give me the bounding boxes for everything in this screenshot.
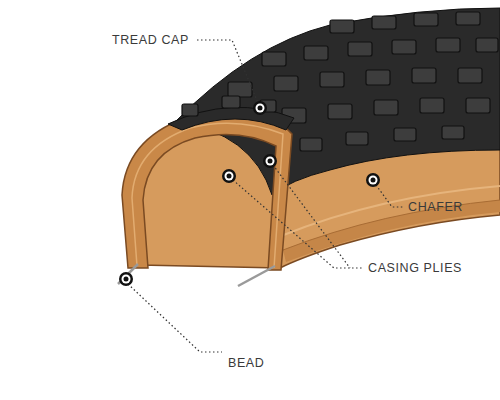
chafer-band bbox=[283, 200, 500, 262]
tread-lug bbox=[372, 16, 396, 29]
tread-base bbox=[175, 8, 500, 195]
callout-dot bbox=[366, 173, 380, 187]
tread-lug bbox=[394, 128, 416, 141]
dot-ring bbox=[119, 272, 133, 286]
part-label: BEAD bbox=[228, 355, 264, 371]
callout-dot bbox=[119, 272, 133, 286]
tread-lug bbox=[392, 40, 416, 54]
dot-gap bbox=[256, 104, 265, 113]
bead-wire bbox=[238, 266, 275, 286]
dot-ring bbox=[222, 169, 236, 183]
dot-gap bbox=[266, 157, 275, 166]
tread-lug bbox=[476, 38, 498, 52]
tread-lug bbox=[456, 12, 480, 25]
tread-lug bbox=[466, 98, 490, 113]
tread-lug bbox=[328, 104, 352, 119]
dot-gap bbox=[122, 275, 131, 284]
tread-lug bbox=[348, 42, 372, 56]
dot-center bbox=[268, 159, 273, 164]
tread-lug bbox=[228, 82, 252, 97]
tread-lug bbox=[182, 104, 198, 116]
part-label: TREAD CAP bbox=[112, 32, 189, 48]
part-label: CHAFER bbox=[408, 199, 463, 215]
leader-line bbox=[128, 284, 222, 352]
casing-cross-section bbox=[122, 113, 292, 270]
tread-lug bbox=[374, 100, 398, 115]
tread-lug bbox=[346, 132, 368, 145]
dot-center bbox=[258, 106, 263, 111]
tread-lug bbox=[222, 96, 240, 108]
callout-dot bbox=[263, 154, 277, 168]
tread-lug bbox=[320, 72, 344, 87]
leader-lines bbox=[128, 40, 403, 352]
section-lugs bbox=[182, 96, 276, 116]
dot-ring bbox=[263, 154, 277, 168]
dot-center bbox=[371, 178, 376, 183]
tread-lug bbox=[366, 70, 390, 85]
part-label: CASING PLIES bbox=[368, 260, 462, 276]
dot-ring bbox=[253, 101, 267, 115]
tread-lug bbox=[442, 126, 464, 139]
dot-center bbox=[227, 174, 232, 179]
dot-gap bbox=[225, 172, 234, 181]
dot-ring bbox=[366, 173, 380, 187]
leader-line bbox=[197, 40, 258, 103]
tread-lug bbox=[414, 13, 438, 26]
tread-lug bbox=[420, 98, 444, 113]
tread-lug bbox=[262, 52, 286, 66]
tread-lug bbox=[330, 20, 354, 33]
tread-lug bbox=[458, 68, 482, 83]
chafer-highlight bbox=[281, 186, 500, 236]
dot-center bbox=[124, 277, 129, 282]
callout-dot bbox=[222, 169, 236, 183]
chafer-line bbox=[283, 200, 500, 250]
tread-lug bbox=[274, 76, 298, 91]
leader-line bbox=[273, 165, 350, 268]
tread-lug bbox=[436, 38, 460, 52]
tread-lug bbox=[300, 138, 322, 151]
casing-ply-line bbox=[132, 123, 283, 268]
tread-lug bbox=[412, 68, 436, 83]
callout-dot bbox=[253, 101, 267, 115]
dot-gap bbox=[369, 176, 378, 185]
leader-line bbox=[376, 185, 403, 207]
tread-lug bbox=[304, 46, 328, 60]
leader-line bbox=[233, 180, 362, 268]
